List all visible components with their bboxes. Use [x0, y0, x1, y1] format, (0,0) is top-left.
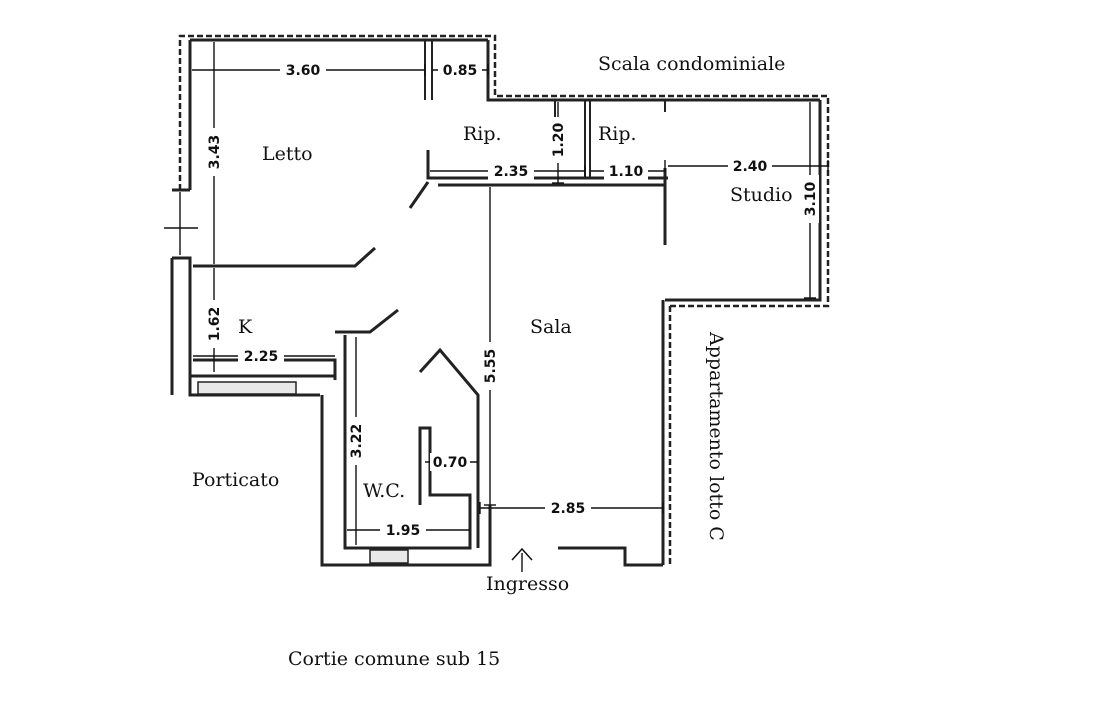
dim-rip-height: 1.20: [551, 122, 567, 157]
dim-studio-height: 3.10: [803, 181, 819, 216]
dim-studio-width: 2.40: [733, 159, 768, 175]
dim-rip-right-width: 1.10: [609, 164, 644, 180]
dimension-labels: 3.60 0.85 2.35 1.10 2.40 2.25 1.95 0.70 …: [205, 61, 819, 539]
walls: [170, 38, 822, 567]
windows: [164, 192, 409, 564]
label-appartamento: Appartamento lotto C: [705, 331, 727, 541]
label-scala: Scala condominiale: [598, 53, 785, 75]
room-sala: Sala: [530, 316, 572, 338]
window-wc: [369, 549, 409, 564]
dim-k-width: 2.25: [244, 349, 279, 365]
dim-passage-width: 0.85: [443, 63, 478, 79]
dim-rip-left-width: 2.35: [494, 164, 529, 180]
label-ingresso: Ingresso: [486, 573, 569, 595]
room-rip-right: Rip.: [598, 123, 637, 145]
room-labels: Letto Rip. Rip. Studio Sala K W.C.: [238, 123, 793, 502]
room-studio: Studio: [730, 184, 793, 206]
dim-letto-height: 3.43: [207, 135, 223, 170]
label-cortile: Cortie comune sub 15: [288, 648, 500, 670]
room-k: K: [238, 316, 253, 338]
room-rip-left: Rip.: [463, 123, 502, 145]
dim-wc-niche: 0.70: [433, 455, 468, 471]
room-wc: W.C.: [363, 480, 405, 502]
dim-wc-width: 1.95: [386, 523, 421, 539]
dim-letto-width: 3.60: [286, 63, 321, 79]
label-porticato: Porticato: [192, 469, 279, 491]
dim-sala-width: 2.85: [551, 501, 586, 517]
exterior-boundary: [178, 34, 830, 565]
window-k: [197, 381, 297, 395]
dim-sala-height: 5.55: [483, 349, 499, 384]
room-letto: Letto: [262, 143, 313, 165]
dim-wc-height: 3.22: [349, 424, 365, 459]
dim-k-height: 1.62: [207, 307, 223, 342]
entrance-arrow-icon: [511, 547, 533, 572]
dimension-lines: [192, 42, 829, 545]
context-labels: Scala condominiale Appartamento lotto C …: [192, 53, 785, 670]
